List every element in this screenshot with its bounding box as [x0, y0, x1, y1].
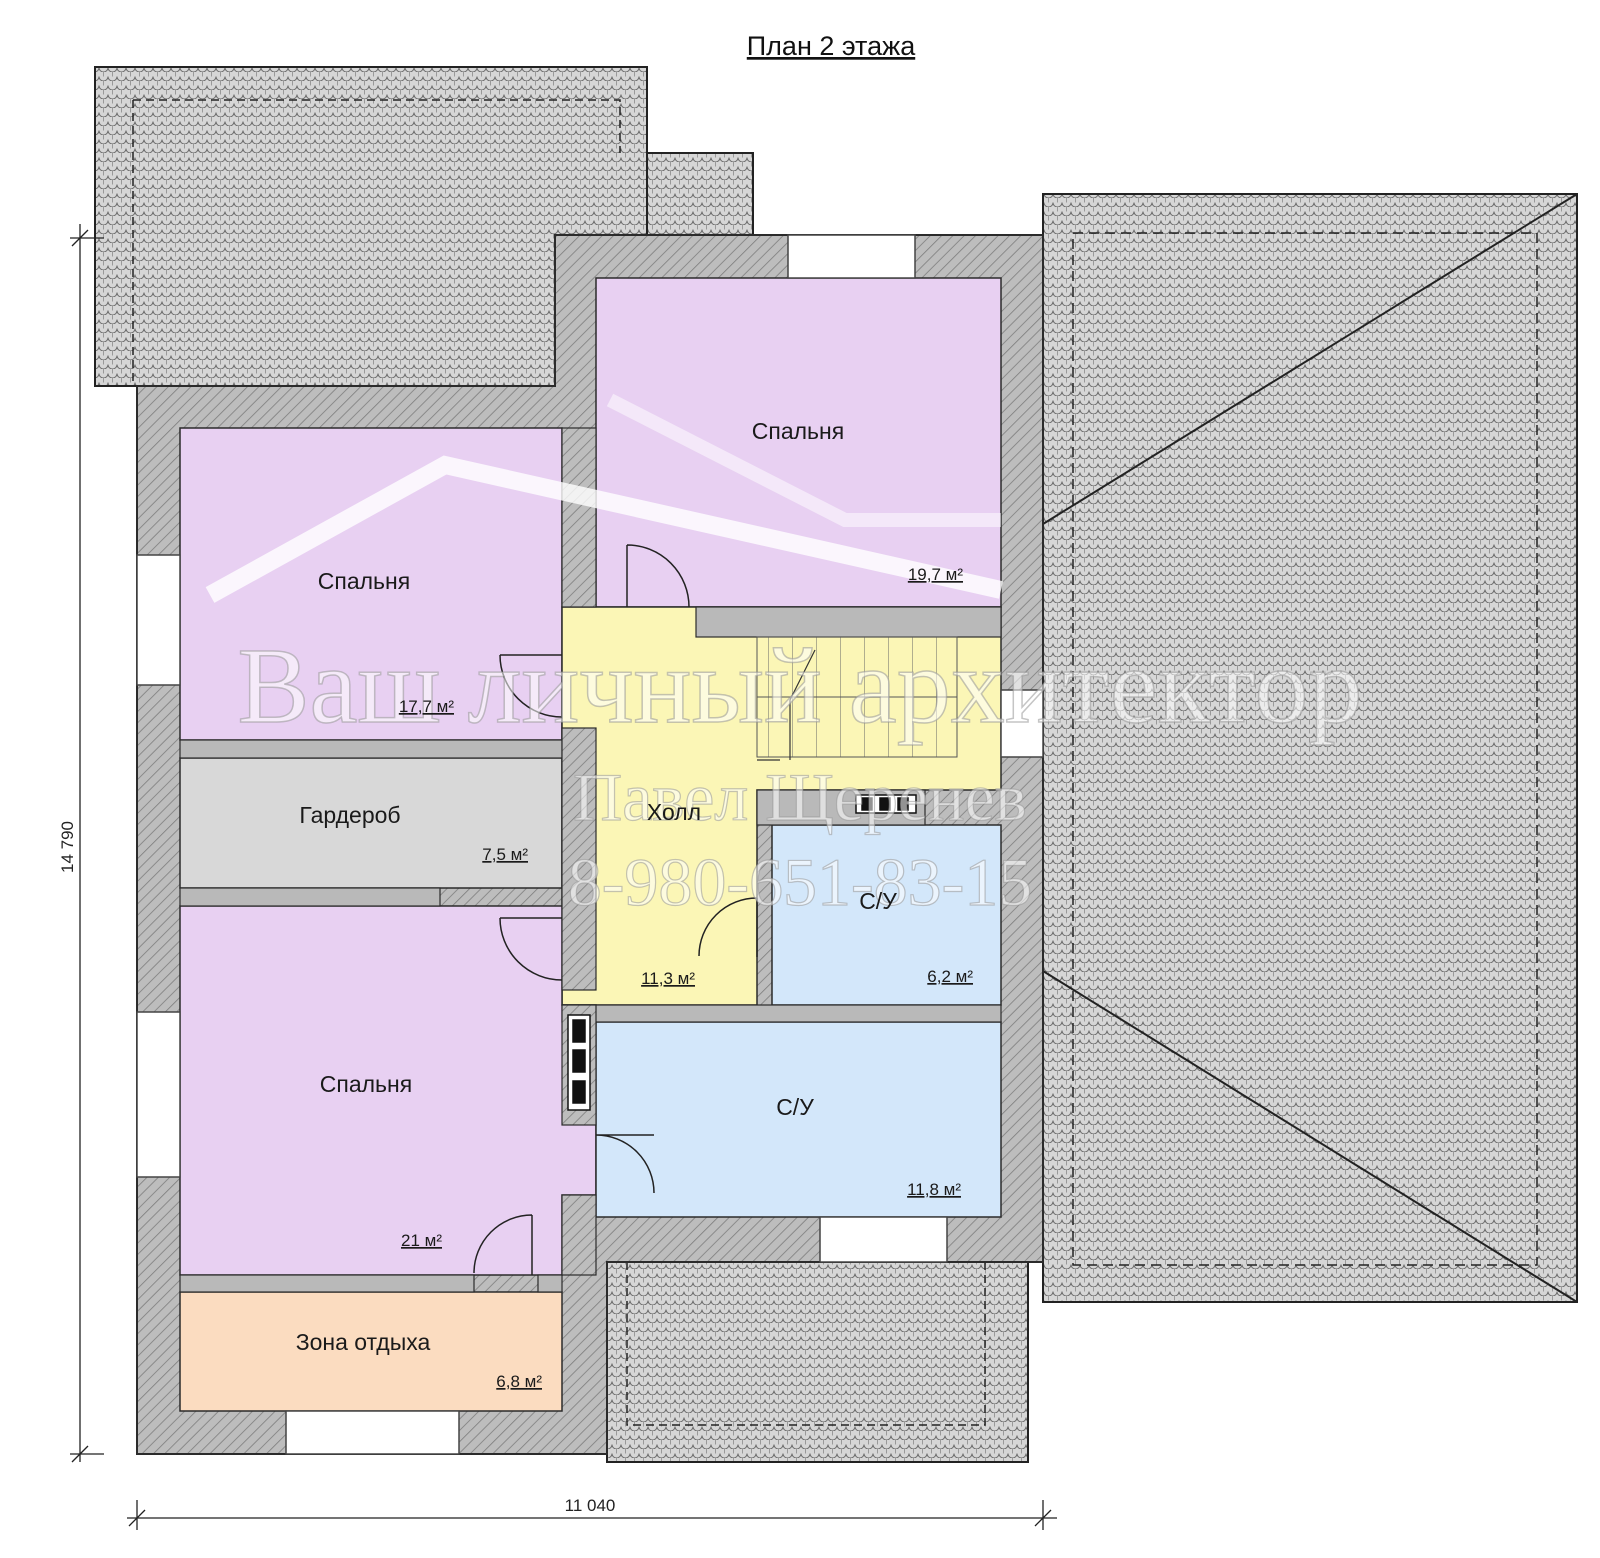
window-left-1	[136, 554, 181, 686]
watermark-line2: Павел Щеренев	[573, 759, 1027, 835]
label-bedroom-bottom: Спальня	[320, 1071, 412, 1097]
roof-top-mid	[646, 152, 754, 240]
room-labels: Спальня 19,7 м² Спальня 17,7 м² Гардероб…	[296, 418, 974, 1391]
area-bedroom-left: 17,7 м²	[399, 697, 454, 716]
label-bath-large: С/У	[776, 1094, 814, 1120]
area-bath-large: 11,8 м²	[907, 1180, 961, 1199]
dimension-height: 14 790	[58, 821, 77, 873]
area-bedroom-top: 19,7 м²	[908, 565, 963, 584]
watermark-line3: 8-980-651-83-15	[568, 844, 1033, 920]
windows	[136, 234, 1044, 1455]
roof-areas	[94, 66, 1578, 1463]
plan-title: План 2 этажа	[747, 31, 916, 61]
window-bottom-left	[285, 1410, 460, 1455]
window-bottom-right	[819, 1216, 948, 1263]
roof-bottom	[606, 1261, 1029, 1463]
interior-walls	[179, 427, 1002, 1293]
window-top	[787, 234, 916, 279]
area-hall: 11,3 м²	[641, 969, 695, 988]
vent-ducts	[567, 794, 917, 1111]
area-rest-zone: 6,8 м²	[496, 1372, 542, 1391]
staircase	[756, 636, 958, 761]
label-rest-zone: Зона отдыха	[296, 1329, 431, 1355]
window-left-2	[136, 1011, 181, 1178]
dimension-width: 11 040	[565, 1496, 616, 1515]
label-bedroom-top: Спальня	[752, 418, 844, 444]
doors	[473, 544, 758, 1275]
area-bedroom-bottom: 21 м²	[401, 1231, 442, 1250]
label-hall: Холл	[647, 799, 701, 825]
roof-right	[1042, 193, 1578, 1303]
label-bedroom-left: Спальня	[318, 568, 410, 594]
window-right	[1000, 689, 1044, 758]
roof-lines	[132, 99, 1578, 1426]
watermark: Ваш личный архитектор Павел Щеренев 8-98…	[205, 393, 1363, 921]
area-bath-small: 6,2 м²	[927, 967, 973, 986]
label-bath-small: С/У	[859, 888, 897, 914]
area-wardrobe: 7,5 м²	[482, 845, 528, 864]
label-wardrobe: Гардероб	[299, 802, 400, 828]
room-rest-zone[interactable]	[179, 1291, 563, 1412]
room-bath-large[interactable]	[595, 1021, 1002, 1218]
watermark-line1: Ваш личный архитектор	[238, 627, 1363, 746]
dimension-lines	[70, 224, 1057, 1530]
